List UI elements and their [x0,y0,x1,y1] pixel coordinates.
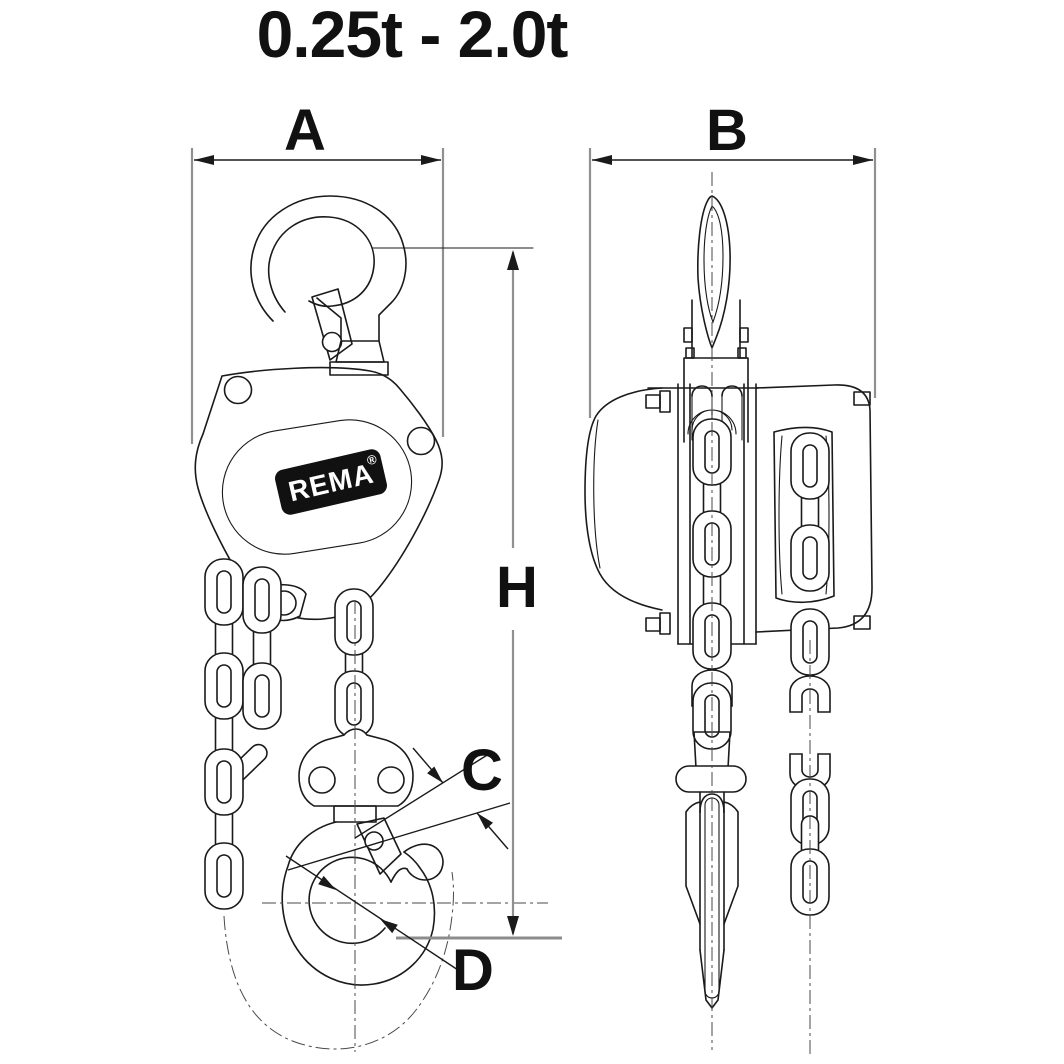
front-hand-chain [204,558,282,910]
rema-logo: REMA ® [275,449,387,515]
side-view [584,195,873,1009]
centerlines [223,172,811,1058]
dimension-h-label: H [496,555,538,620]
dimension-b-label: B [706,98,748,163]
front-bottom-block [298,728,414,823]
front-view: REMA ® [194,195,444,986]
capacity-title: 0.25t - 2.0t [257,0,569,71]
dimension-h: H [371,247,562,940]
side-top-hook [683,195,749,359]
dimension-d-label: D [452,938,494,1003]
front-bottom-hook [281,817,444,986]
side-body [584,383,873,645]
dimension-b: B [588,98,877,418]
side-bottom-hook [675,731,747,1009]
dimension-c: C [287,738,511,871]
dimension-a: A [190,98,445,444]
side-suspension-bracket [683,357,749,443]
front-top-hook [250,195,407,376]
registered-mark: ® [365,451,378,468]
dimension-d: D [285,855,494,1003]
dimension-a-label: A [284,98,326,163]
dimension-c-label: C [461,738,503,803]
